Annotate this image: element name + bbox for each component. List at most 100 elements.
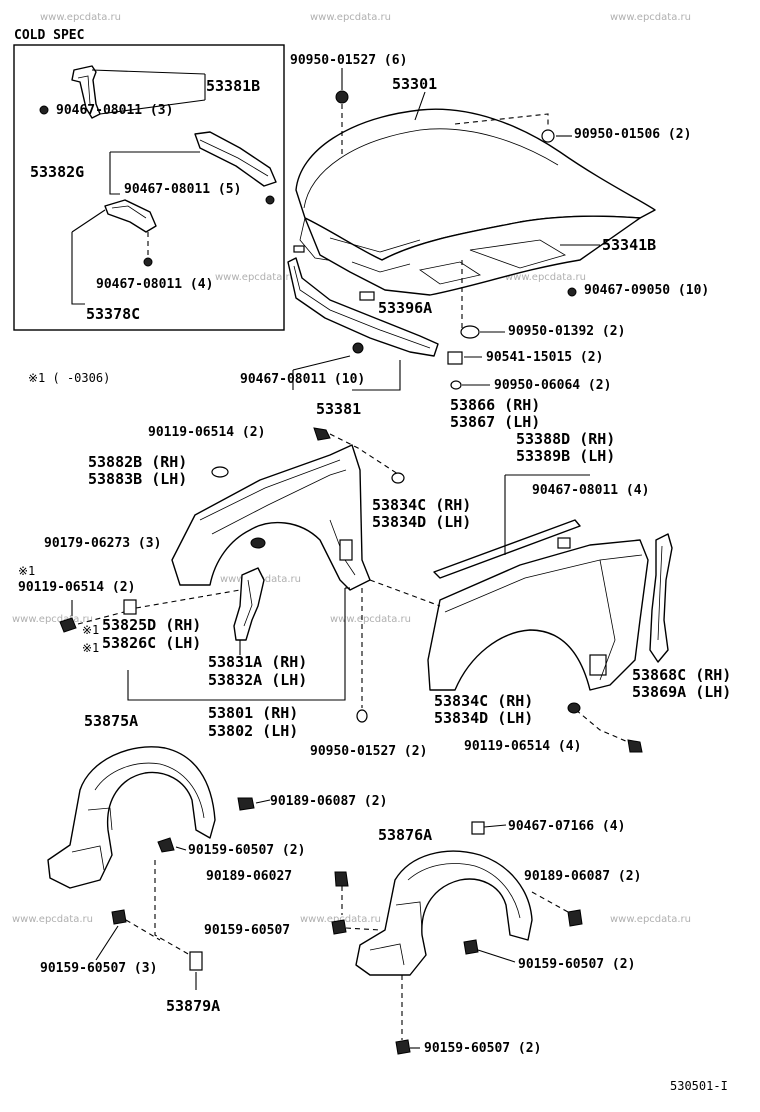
label-90950-01527-6: 90950-01527 (6) bbox=[290, 53, 407, 68]
label-53381b: 53381B bbox=[206, 77, 260, 95]
fender-liner-rear bbox=[331, 821, 583, 1055]
fender-53801 bbox=[171, 444, 371, 591]
label-53879a: 53879A bbox=[166, 997, 220, 1015]
cushion-90950-01392-icon bbox=[460, 325, 480, 339]
clip-90467-08011-5-icon bbox=[265, 195, 275, 205]
watermark: www.epcdata.ru bbox=[215, 272, 296, 283]
fender-liner-front bbox=[47, 746, 271, 990]
clip-90159-60507-b-icon bbox=[331, 919, 347, 935]
label-53832a: 53832A (LH) bbox=[208, 671, 307, 689]
watermark: www.epcdata.ru bbox=[310, 12, 391, 23]
star1-b: ※1 bbox=[82, 623, 99, 637]
bracket-53879a-icon bbox=[189, 951, 203, 971]
seal-53381 bbox=[287, 257, 439, 357]
seal-53868c bbox=[649, 533, 673, 663]
clip-90467-08011-icon bbox=[39, 105, 49, 115]
fender-bracket bbox=[59, 567, 265, 655]
cold-spec-frame bbox=[13, 44, 285, 331]
label-53869a: 53869A (LH) bbox=[632, 683, 731, 701]
clip-90467-07166-icon bbox=[471, 821, 485, 835]
clip-53882b-icon bbox=[211, 466, 229, 478]
liner-53875a bbox=[47, 746, 216, 889]
clip-90950-01527-icon bbox=[335, 90, 349, 104]
label-53378c: 53378C bbox=[86, 305, 140, 323]
cold-spec-title: COLD SPEC bbox=[14, 28, 84, 43]
label-90467-08011-5: 90467-08011 (5) bbox=[124, 182, 241, 197]
watermark: www.epcdata.ru bbox=[12, 914, 93, 925]
bracket-53378c bbox=[104, 199, 157, 233]
clip-90950-01527-2-icon bbox=[356, 709, 368, 723]
label-90159-60507-2a: 90159-60507 (2) bbox=[188, 843, 305, 858]
label-53389b: 53389B (LH) bbox=[516, 447, 615, 465]
fender-seal bbox=[649, 533, 673, 663]
bracket-53831a bbox=[233, 567, 265, 641]
label-53801: 53801 (RH) bbox=[208, 704, 298, 722]
fender-lh bbox=[369, 474, 649, 753]
label-90189-06087-2a: 90189-06087 (2) bbox=[270, 794, 387, 809]
label-53382g: 53382G bbox=[30, 163, 84, 181]
cold-spec-inset: COLD SPEC bbox=[13, 28, 285, 331]
watermark: www.epcdata.ru bbox=[40, 12, 121, 23]
clip-90467-08011-4-icon bbox=[143, 257, 153, 267]
label-90159-60507: 90159-60507 bbox=[204, 923, 290, 938]
label-53867: 53867 (LH) bbox=[450, 413, 540, 431]
plug-90950-06064-icon bbox=[450, 380, 462, 390]
watermark: www.epcdata.ru bbox=[300, 914, 381, 925]
label-90950-01506-2: 90950-01506 (2) bbox=[574, 127, 691, 142]
hood-inner-panel bbox=[304, 215, 641, 296]
label-53834c-b: 53834C (RH) bbox=[434, 692, 533, 710]
fender-53802 bbox=[427, 539, 649, 691]
label-90159-60507-2b: 90159-60507 (2) bbox=[518, 957, 635, 972]
label-90189-06087-2b: 90189-06087 (2) bbox=[524, 869, 641, 884]
clip-90467-08011-4b-icon bbox=[557, 537, 571, 549]
label-90467-08011-4b: 90467-08011 (4) bbox=[532, 483, 649, 498]
label-90179-06273-3: 90179-06273 (3) bbox=[44, 536, 161, 551]
watermark: www.epcdata.ru bbox=[610, 914, 691, 925]
label-90541-15015-2: 90541-15015 (2) bbox=[486, 350, 603, 365]
weatherstrip-53382g bbox=[194, 131, 277, 187]
label-90467-08011-10: 90467-08011 (10) bbox=[240, 372, 365, 387]
label-53802: 53802 (LH) bbox=[208, 722, 298, 740]
label-53831a: 53831A (RH) bbox=[208, 653, 307, 671]
label-90467-09050-10: 90467-09050 (10) bbox=[584, 283, 709, 298]
clip-90467-08011-10-icon bbox=[352, 342, 364, 354]
cushion-90541-15015-icon bbox=[447, 351, 463, 365]
clip-90950-01506-icon bbox=[541, 129, 555, 143]
label-53834d-a: 53834D (LH) bbox=[372, 513, 471, 531]
label-90950-06064-2: 90950-06064 (2) bbox=[494, 378, 611, 393]
molding-53388d bbox=[433, 519, 581, 579]
hood-seal bbox=[287, 257, 439, 391]
label-90950-01527-2: 90950-01527 (2) bbox=[310, 744, 427, 759]
label-90119-06514-2b: 90119-06514 (2) bbox=[18, 580, 135, 595]
figure-code: 530501-I bbox=[670, 1079, 728, 1093]
label-53388d: 53388D (RH) bbox=[516, 430, 615, 448]
watermark: www.epcdata.ru bbox=[505, 272, 586, 283]
label-53825d: 53825D (RH) bbox=[102, 616, 201, 634]
label-53396a: 53396A bbox=[378, 299, 432, 317]
clip-53825d-icon bbox=[123, 599, 137, 615]
clip-53834c-icon bbox=[391, 472, 405, 484]
clip-90159-60507-icon bbox=[157, 837, 175, 853]
label-53883b: 53883B (LH) bbox=[88, 470, 187, 488]
label-90189-06027: 90189-06027 bbox=[206, 869, 292, 884]
liner-53876a bbox=[355, 850, 533, 976]
part-labels: 90950-01527 (6) 53301 90950-01506 (2) 53… bbox=[18, 53, 731, 1093]
clip-53834d-icon bbox=[567, 702, 581, 714]
star1-c: ※1 bbox=[82, 641, 99, 655]
clip-90189-06027-icon bbox=[334, 871, 349, 887]
label-90950-01392-2: 90950-01392 (2) bbox=[508, 324, 625, 339]
label-53381: 53381 bbox=[316, 400, 361, 418]
label-90467-07166-4: 90467-07166 (4) bbox=[508, 819, 625, 834]
screw-90119-06514-icon bbox=[313, 427, 331, 441]
label-53301: 53301 bbox=[392, 75, 437, 93]
clip-90179-06273-icon bbox=[250, 537, 266, 549]
label-90159-60507-2c: 90159-60507 (2) bbox=[424, 1041, 541, 1056]
clip-90159-60507-3-icon bbox=[111, 909, 127, 925]
label-53834c-a: 53834C (RH) bbox=[372, 496, 471, 514]
hood-cushions bbox=[447, 260, 577, 390]
label-53826c: 53826C (LH) bbox=[102, 634, 201, 652]
screw-90119-06514-4-icon bbox=[627, 739, 643, 753]
bracket-53396a-icon bbox=[359, 291, 375, 301]
label-53834d-b: 53834D (LH) bbox=[434, 709, 533, 727]
